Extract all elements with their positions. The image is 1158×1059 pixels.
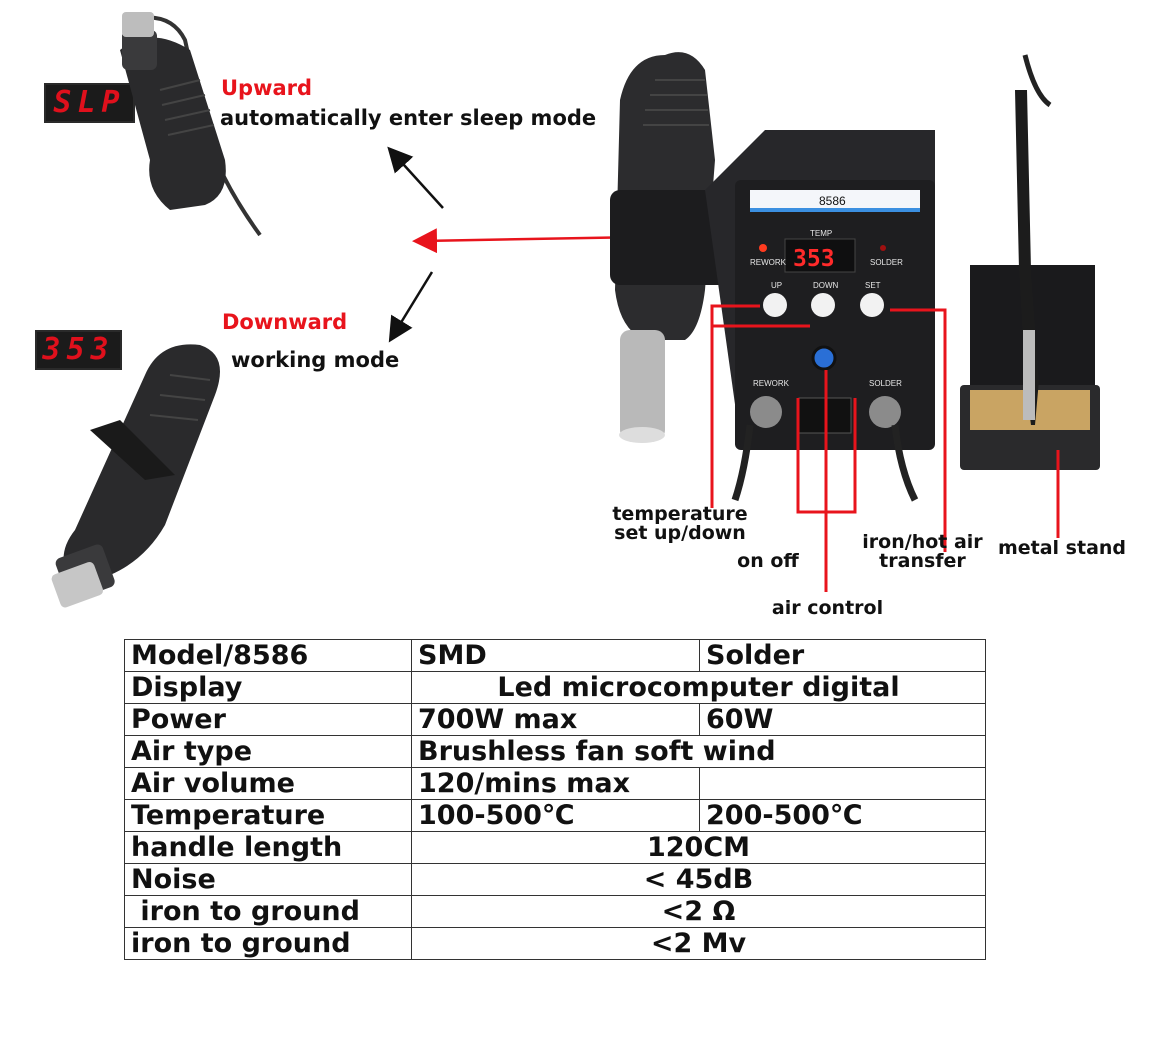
table-cell: SMD [411, 639, 700, 672]
table-row: Power 700W max 60W [124, 703, 986, 736]
spec-table: Model/8586 SMD Solder Display Led microc… [124, 639, 986, 960]
callout-iron-hot-air-transfer: iron/hot air transfer [855, 533, 990, 571]
table-cell: 100-500℃ [411, 799, 700, 832]
callout-temperature-set: temperature set up/down [600, 505, 760, 543]
table-cell: Brushless fan soft wind [411, 735, 986, 768]
row-label: Air type [124, 735, 412, 768]
svg-text:SOLDER: SOLDER [869, 379, 902, 388]
row-label: handle length [124, 831, 412, 864]
table-row: Air type Brushless fan soft wind [124, 735, 986, 768]
table-cell: Solder [699, 639, 986, 672]
table-cell: <2 Mv [411, 927, 986, 960]
row-label: iron to ground [124, 895, 412, 928]
soldering-station-image: 8586 TEMP 353 REWORK SOLDER UP DOWN SET … [610, 52, 1100, 502]
table-row: Model/8586 SMD Solder [124, 639, 986, 672]
table-cell: 200-500℃ [699, 799, 986, 832]
callout-metal-stand: metal stand [997, 537, 1127, 559]
callout-temperature-line1: temperature [612, 503, 748, 525]
hot-air-handle-downward-image [51, 344, 220, 608]
table-cell: < 45dB [411, 863, 986, 896]
table-row: iron to ground <2 Mv [124, 927, 986, 960]
table-cell [699, 767, 986, 800]
arrow-red-left [412, 228, 643, 254]
callout-lines [710, 304, 1060, 592]
svg-text:DOWN: DOWN [813, 281, 839, 290]
row-label: Noise [124, 863, 412, 896]
model-plate: 8586 [819, 194, 846, 208]
table-row: Air volume 120/mins max [124, 767, 986, 800]
station-display: 353 [793, 246, 835, 272]
callout-transfer-line2: transfer [879, 550, 966, 572]
row-label: Power [124, 703, 412, 736]
table-row: handle length 120CM [124, 831, 986, 864]
svg-text:REWORK: REWORK [750, 258, 787, 267]
row-label: Display [124, 671, 412, 704]
svg-text:REWORK: REWORK [753, 379, 790, 388]
row-label: iron to ground [124, 927, 412, 960]
hot-air-handle-upward-image [120, 12, 262, 237]
row-label: Model/8586 [124, 639, 412, 672]
table-row: Temperature 100-500℃ 200-500℃ [124, 799, 986, 832]
arrow-down [388, 271, 434, 343]
row-label: Air volume [124, 767, 412, 800]
table-row: Display Led microcomputer digital [124, 671, 986, 704]
table-cell: 120CM [411, 831, 986, 864]
downward-description: working mode [231, 348, 400, 372]
callout-transfer-line1: iron/hot air [862, 531, 983, 553]
callout-on-off: on off [737, 550, 799, 572]
callout-air-control: air control [771, 597, 884, 619]
table-row: Noise < 45dB [124, 863, 986, 896]
svg-text:SOLDER: SOLDER [870, 258, 903, 267]
upward-description: automatically enter sleep mode [220, 106, 597, 130]
callout-temperature-line2: set up/down [614, 522, 746, 544]
table-cell: <2 Ω [411, 895, 986, 928]
table-cell: 700W max [411, 703, 700, 736]
row-label: Temperature [124, 799, 412, 832]
svg-text:SET: SET [865, 281, 881, 290]
table-cell: 60W [699, 703, 986, 736]
sleep-mode-display: SLP [44, 83, 135, 123]
mode-arrows [387, 146, 643, 343]
upward-title: Upward [221, 76, 313, 100]
downward-title: Downward [222, 310, 348, 334]
table-cell: Led microcomputer digital [411, 671, 986, 704]
table-row: iron to ground <2 Ω [124, 895, 986, 928]
svg-text:TEMP: TEMP [810, 229, 832, 238]
table-cell: 120/mins max [411, 767, 700, 800]
svg-text:UP: UP [771, 281, 782, 290]
arrow-up [387, 146, 444, 209]
working-mode-display: 353 [35, 330, 122, 370]
